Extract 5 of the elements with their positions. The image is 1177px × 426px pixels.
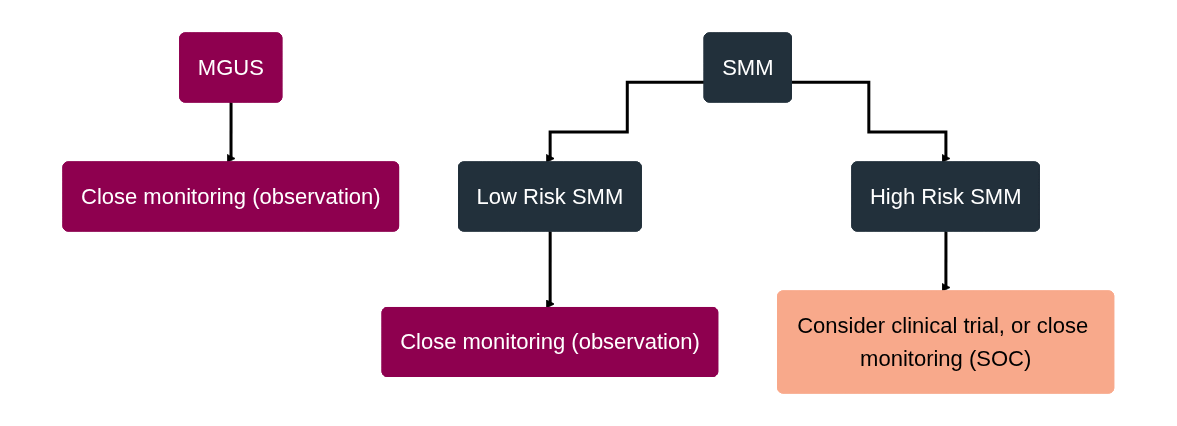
arrow	[546, 80, 705, 163]
arrow	[941, 230, 951, 292]
arrow	[546, 230, 555, 309]
arrow	[226, 101, 236, 163]
arrow	[792, 80, 951, 163]
